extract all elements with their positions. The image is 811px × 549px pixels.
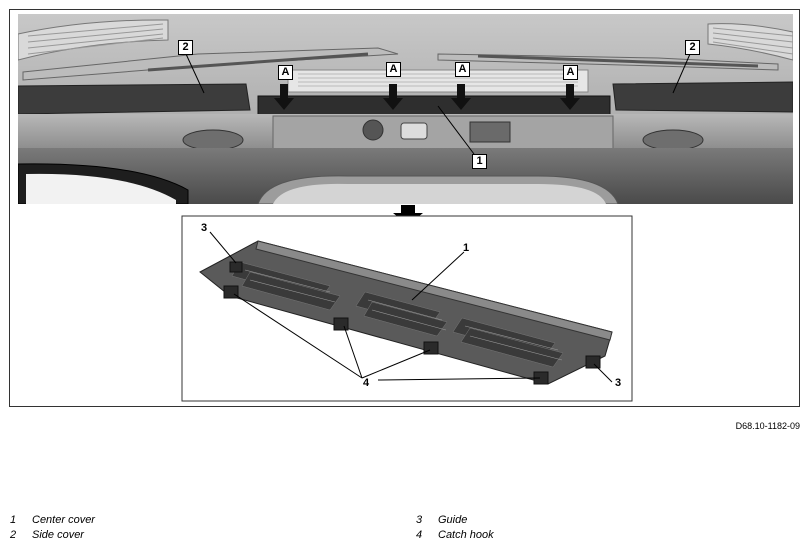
legend-item-4: 4 Catch hook (416, 529, 494, 541)
dashboard-illustration (18, 14, 793, 204)
side-cover-left (18, 83, 251, 115)
legend-text: Guide (438, 514, 468, 526)
callout-1-top: 1 (472, 154, 487, 169)
center-console-panel (272, 115, 614, 151)
legend-text: Catch hook (438, 529, 494, 541)
legend-number: 2 (10, 529, 17, 541)
legend-item-3: 3 Guide (416, 514, 467, 526)
legend-text: Side cover (32, 529, 84, 541)
legend-number: 1 (10, 514, 17, 526)
callout-a-4: A (563, 65, 578, 80)
right-vent-grille (707, 23, 793, 61)
wiper-arms (22, 47, 779, 81)
side-cover-right (612, 81, 793, 113)
legend-item-2: 2 Side cover (10, 529, 84, 541)
callout-4: 4 (363, 377, 370, 389)
reference-code: D68.10-1182-09 (735, 421, 800, 431)
callout-3-right: 3 (615, 377, 622, 389)
left-vent-grille (18, 19, 169, 61)
panel-display (469, 121, 511, 143)
legend-number: 4 (416, 529, 423, 541)
callout-a-2: A (386, 62, 401, 77)
legend-number: 3 (416, 514, 423, 526)
transition-arrow (393, 205, 423, 225)
legend-item-1: 1 Center cover (10, 514, 95, 526)
callout-2-left: 2 (178, 40, 193, 55)
guides (229, 261, 601, 369)
removal-arrows (274, 84, 580, 110)
callout-2-right: 2 (685, 40, 700, 55)
callout-1-detail: 1 (463, 242, 470, 254)
callout-3-left: 3 (201, 222, 208, 234)
legend-text: Center cover (32, 514, 95, 526)
panel-knob (362, 119, 384, 141)
callout-a-3: A (455, 62, 470, 77)
panel-switch (400, 122, 428, 140)
callout-a-1: A (278, 65, 293, 80)
